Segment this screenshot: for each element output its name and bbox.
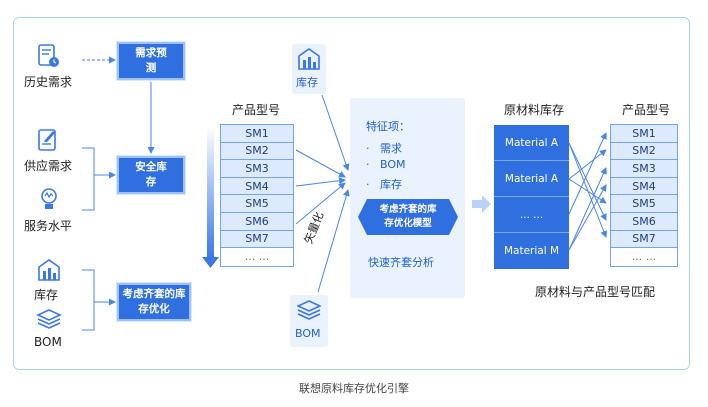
- diagram-caption: 联想原料库存优化引擎: [299, 382, 409, 395]
- product-model-item: SM3: [221, 160, 293, 178]
- bracket-supply-service: [82, 147, 95, 211]
- optimization-model-text: 考虑齐套的库存优化模型: [379, 204, 437, 229]
- arrow-sm-2: [295, 177, 346, 187]
- product-model-item: ... ...: [221, 248, 293, 266]
- product-model-item: SM7: [221, 230, 293, 249]
- product-model-item: ... ...: [611, 248, 677, 266]
- history-demand-label: 历史需求: [24, 75, 73, 89]
- material-item: Material A: [494, 125, 569, 161]
- center-inventory-card: 库存: [292, 44, 326, 94]
- material-item: Material A: [494, 161, 569, 197]
- bom-label: BOM: [34, 335, 62, 349]
- arrow-sm-3: [295, 182, 346, 225]
- supply-demand-label: 供应需求: [24, 159, 73, 173]
- gradient-down-shaft: [207, 127, 214, 257]
- product-models-right-list: SM1 SM2 SM3 SM4 SM5 SM6 SM7 ... ...: [610, 124, 678, 267]
- product-model-item: SM1: [611, 125, 677, 143]
- arrow-inventory-to-panel: [321, 94, 350, 171]
- feature-item-text: BOM: [380, 158, 406, 171]
- product-model-item: SM4: [611, 177, 677, 196]
- service-level-icon: [41, 188, 57, 209]
- center-bom-label: BOM: [295, 327, 321, 340]
- product-model-item: SM2: [611, 142, 677, 161]
- materials-title: 原材料库存: [504, 103, 565, 117]
- service-level-label: 服务水平: [24, 219, 73, 233]
- center-bom-card: BOM: [290, 295, 328, 347]
- feature-item-text: 库存: [380, 178, 402, 191]
- center-inventory-label: 库存: [296, 76, 318, 89]
- product-model-item: SM1: [221, 125, 293, 143]
- product-model-item: SM6: [611, 212, 677, 231]
- demand-forecast-box: 需求预测: [117, 42, 185, 80]
- kit-optimization-text: 考虑齐套的库存优化: [122, 288, 186, 315]
- product-model-item: SM5: [611, 195, 677, 213]
- product-model-item: SM6: [221, 212, 293, 231]
- product-model-item: SM5: [221, 195, 293, 213]
- center-inventory-icon: [298, 48, 320, 70]
- product-model-item: SM3: [611, 160, 677, 178]
- arrow-bom-to-panel: [317, 189, 350, 293]
- material-item: Material M: [503, 245, 560, 257]
- inventory-icon: [38, 259, 60, 281]
- quick-analysis-label: 快速齐套分析: [368, 256, 434, 269]
- feature-item: · 库存: [366, 176, 402, 192]
- product-model-item: SM7: [611, 230, 677, 249]
- safety-stock-text: 安全库存: [135, 161, 167, 188]
- feature-bullet: ·: [366, 158, 370, 171]
- feature-bullet: ·: [366, 142, 370, 155]
- kit-optimization-box: 考虑齐套的库存优化: [117, 283, 191, 321]
- bom-layers-icon: [36, 309, 62, 329]
- product-models-right-title: 产品型号: [622, 103, 671, 117]
- feature-panel: 特征项： · 需求 · BOM · 库存 考虑齐套的库存优化模型 快速齐套分析: [350, 98, 465, 298]
- feature-bullet: ·: [366, 178, 370, 191]
- bracket-inventory-bom: [82, 269, 95, 331]
- demand-forecast-text: 需求预测: [135, 47, 167, 74]
- product-models-left-list: SM1 SM2 SM3 SM4 SM5 SM6 SM7 ... ...: [220, 124, 294, 267]
- feature-title: 特征项：: [366, 120, 410, 133]
- center-bom-icon: [297, 300, 321, 320]
- feature-item-text: 需求: [380, 142, 402, 155]
- feature-item: · 需求: [366, 140, 402, 156]
- history-demand-icon: [38, 44, 59, 67]
- optimization-model-hexagon: 考虑齐套的库存优化模型: [358, 199, 458, 235]
- supply-demand-icon: [38, 129, 56, 151]
- feature-item: · BOM: [366, 158, 406, 171]
- material-item: ... ...: [494, 197, 569, 233]
- product-models-left-title: 产品型号: [232, 103, 281, 117]
- product-model-item: SM2: [221, 142, 293, 161]
- gradient-down-head: [202, 257, 219, 268]
- inventory-label: 库存: [34, 288, 59, 302]
- arrow-panel-to-materials: [472, 195, 491, 213]
- match-label: 原材料与产品型号匹配: [535, 285, 656, 299]
- safety-stock-box: 安全库存: [117, 156, 185, 194]
- product-model-item: SM4: [221, 177, 293, 196]
- materials-list: Material A Material A ... ... Material M: [494, 125, 569, 269]
- arrow-sm-1: [295, 149, 346, 178]
